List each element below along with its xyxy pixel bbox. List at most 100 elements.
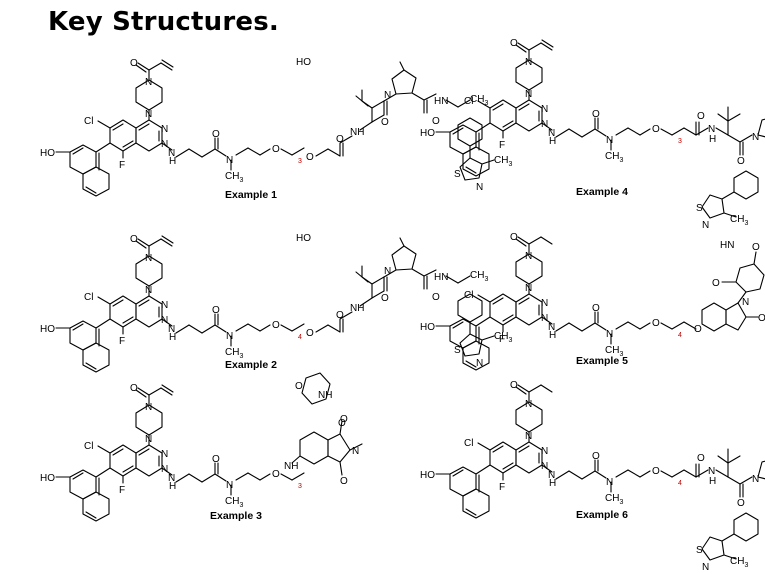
ex2-o3: O — [272, 320, 280, 331]
ex4-cl: Cl — [464, 96, 473, 107]
ex2-o4: O — [306, 328, 314, 339]
ex4-f: F — [499, 140, 505, 151]
ex1-peg-n: 3 — [298, 158, 302, 165]
ex6-o1: O — [510, 380, 518, 391]
ex3-n2: N — [145, 402, 152, 413]
ex2-s: S — [454, 345, 461, 356]
ex3-n1: N — [145, 434, 152, 445]
ex2-o7: O — [432, 292, 440, 303]
ex2-cl: Cl — [84, 292, 93, 303]
ex1-h: H — [169, 156, 176, 167]
example-1-caption: Example 1 — [225, 189, 277, 201]
ex1-n2: N — [145, 77, 152, 88]
ex5-peg-n: 4 — [678, 332, 682, 339]
ex1-o3: O — [272, 144, 280, 155]
ex1-o7: O — [432, 116, 440, 127]
page-title: Key Structures. — [48, 7, 279, 37]
ex3-o1: O — [130, 383, 138, 394]
ex5-o7: O — [752, 242, 760, 253]
ex1-nh: N — [168, 148, 175, 159]
ex1-o1: O — [130, 58, 138, 69]
ex6-ch3c: CH3 — [730, 556, 748, 569]
ex3-h: H — [169, 481, 176, 492]
ex2-n6: N — [476, 358, 483, 369]
ex2-o5: O — [336, 310, 344, 321]
ex3-cl: Cl — [84, 441, 93, 452]
ex3-nh3: NH — [318, 390, 332, 401]
ex3-nme: N — [226, 480, 233, 491]
ex6-ho: HO — [420, 470, 435, 481]
ex2-ch3b: CH3 — [470, 270, 488, 283]
ex4-n7: N — [702, 220, 709, 231]
ex6-nme: N — [606, 477, 613, 488]
ex2-nme: N — [226, 331, 233, 342]
ex6-o4: O — [697, 453, 705, 464]
example-1-structure: HO Cl F N N N N O N H O N CH3 O 3 O O NH… — [40, 57, 512, 201]
ex2-peg-n: 4 — [298, 334, 302, 341]
ex5-n2: N — [525, 251, 532, 262]
ex2-ho: HO — [40, 324, 55, 335]
ex2-n5: N — [384, 266, 391, 277]
ex6-h2: H — [709, 476, 716, 487]
ex1-f: F — [119, 160, 125, 171]
ex3-nh: N — [168, 473, 175, 484]
ex1-ch3b: CH3 — [470, 94, 488, 107]
ex1-ch3a: CH3 — [225, 171, 243, 184]
ex6-n5: N — [708, 466, 715, 477]
example-2-caption: Example 2 — [225, 359, 277, 371]
ex6-n7: N — [702, 562, 709, 573]
ex4-peg-n: 3 — [678, 138, 682, 145]
ex1-n3: N — [161, 124, 168, 135]
example-4-caption: Example 4 — [576, 186, 628, 198]
ex2-n2: N — [145, 253, 152, 264]
ex6-nh: N — [548, 470, 555, 481]
ex4-n6: N — [752, 132, 759, 143]
ex3-ch3a: CH3 — [225, 496, 243, 509]
ex1-o2: O — [212, 129, 220, 140]
ex3-o3: O — [272, 469, 280, 480]
ex2-ch3c: CH3 — [494, 331, 512, 344]
ex3-o4: O — [340, 414, 348, 425]
example-2-structure: HO Cl F N N N N O N H O N CH3 O 4 O O NH… — [40, 233, 512, 373]
ex3-o5: O — [340, 476, 348, 487]
ex1-n5: N — [384, 90, 391, 101]
ex1-ho: HO — [40, 148, 55, 159]
ex6-cl: Cl — [464, 438, 473, 449]
ex1-n1: N — [145, 109, 152, 120]
ex5-n3: N — [541, 298, 548, 309]
ex2-hn: HN — [434, 272, 448, 283]
ex5-f: F — [499, 334, 505, 345]
ex5-cl: Cl — [464, 290, 473, 301]
ex4-o4: O — [697, 111, 705, 122]
ex4-s: S — [696, 203, 703, 214]
ex5-o4: O — [694, 324, 702, 335]
ex3-o7: O — [338, 418, 346, 429]
ex2-f: F — [119, 336, 125, 347]
ex4-ch3a: CH3 — [605, 151, 623, 164]
ex6-o5: O — [737, 498, 745, 509]
ex1-nh2: NH — [350, 127, 364, 138]
ex4-o1: O — [510, 38, 518, 49]
ex2-ho2: HO — [296, 233, 311, 244]
ex1-ho2: HO — [296, 57, 311, 68]
ex2-n4: N — [161, 315, 168, 326]
ex4-o5: O — [737, 156, 745, 167]
ex6-o2: O — [592, 451, 600, 462]
ex5-h: H — [549, 330, 556, 341]
ex2-o2: O — [212, 305, 220, 316]
ex4-o2: O — [592, 109, 600, 120]
ex5-nh: N — [548, 322, 555, 333]
ex4-n2: N — [525, 57, 532, 68]
ex6-n3: N — [541, 446, 548, 457]
ex4-n4: N — [541, 119, 548, 130]
ex6-n2: N — [525, 399, 532, 410]
ex3-f: F — [119, 485, 125, 496]
ex1-ch3c: CH3 — [494, 155, 512, 168]
ex4-ho: HO — [420, 128, 435, 139]
ex3-peg-n: 3 — [298, 483, 302, 490]
ex1-o6: O — [381, 117, 389, 128]
ex5-nme: N — [606, 329, 613, 340]
ex6-n6: N — [752, 474, 759, 485]
ex2-ch3a: CH3 — [225, 347, 243, 360]
